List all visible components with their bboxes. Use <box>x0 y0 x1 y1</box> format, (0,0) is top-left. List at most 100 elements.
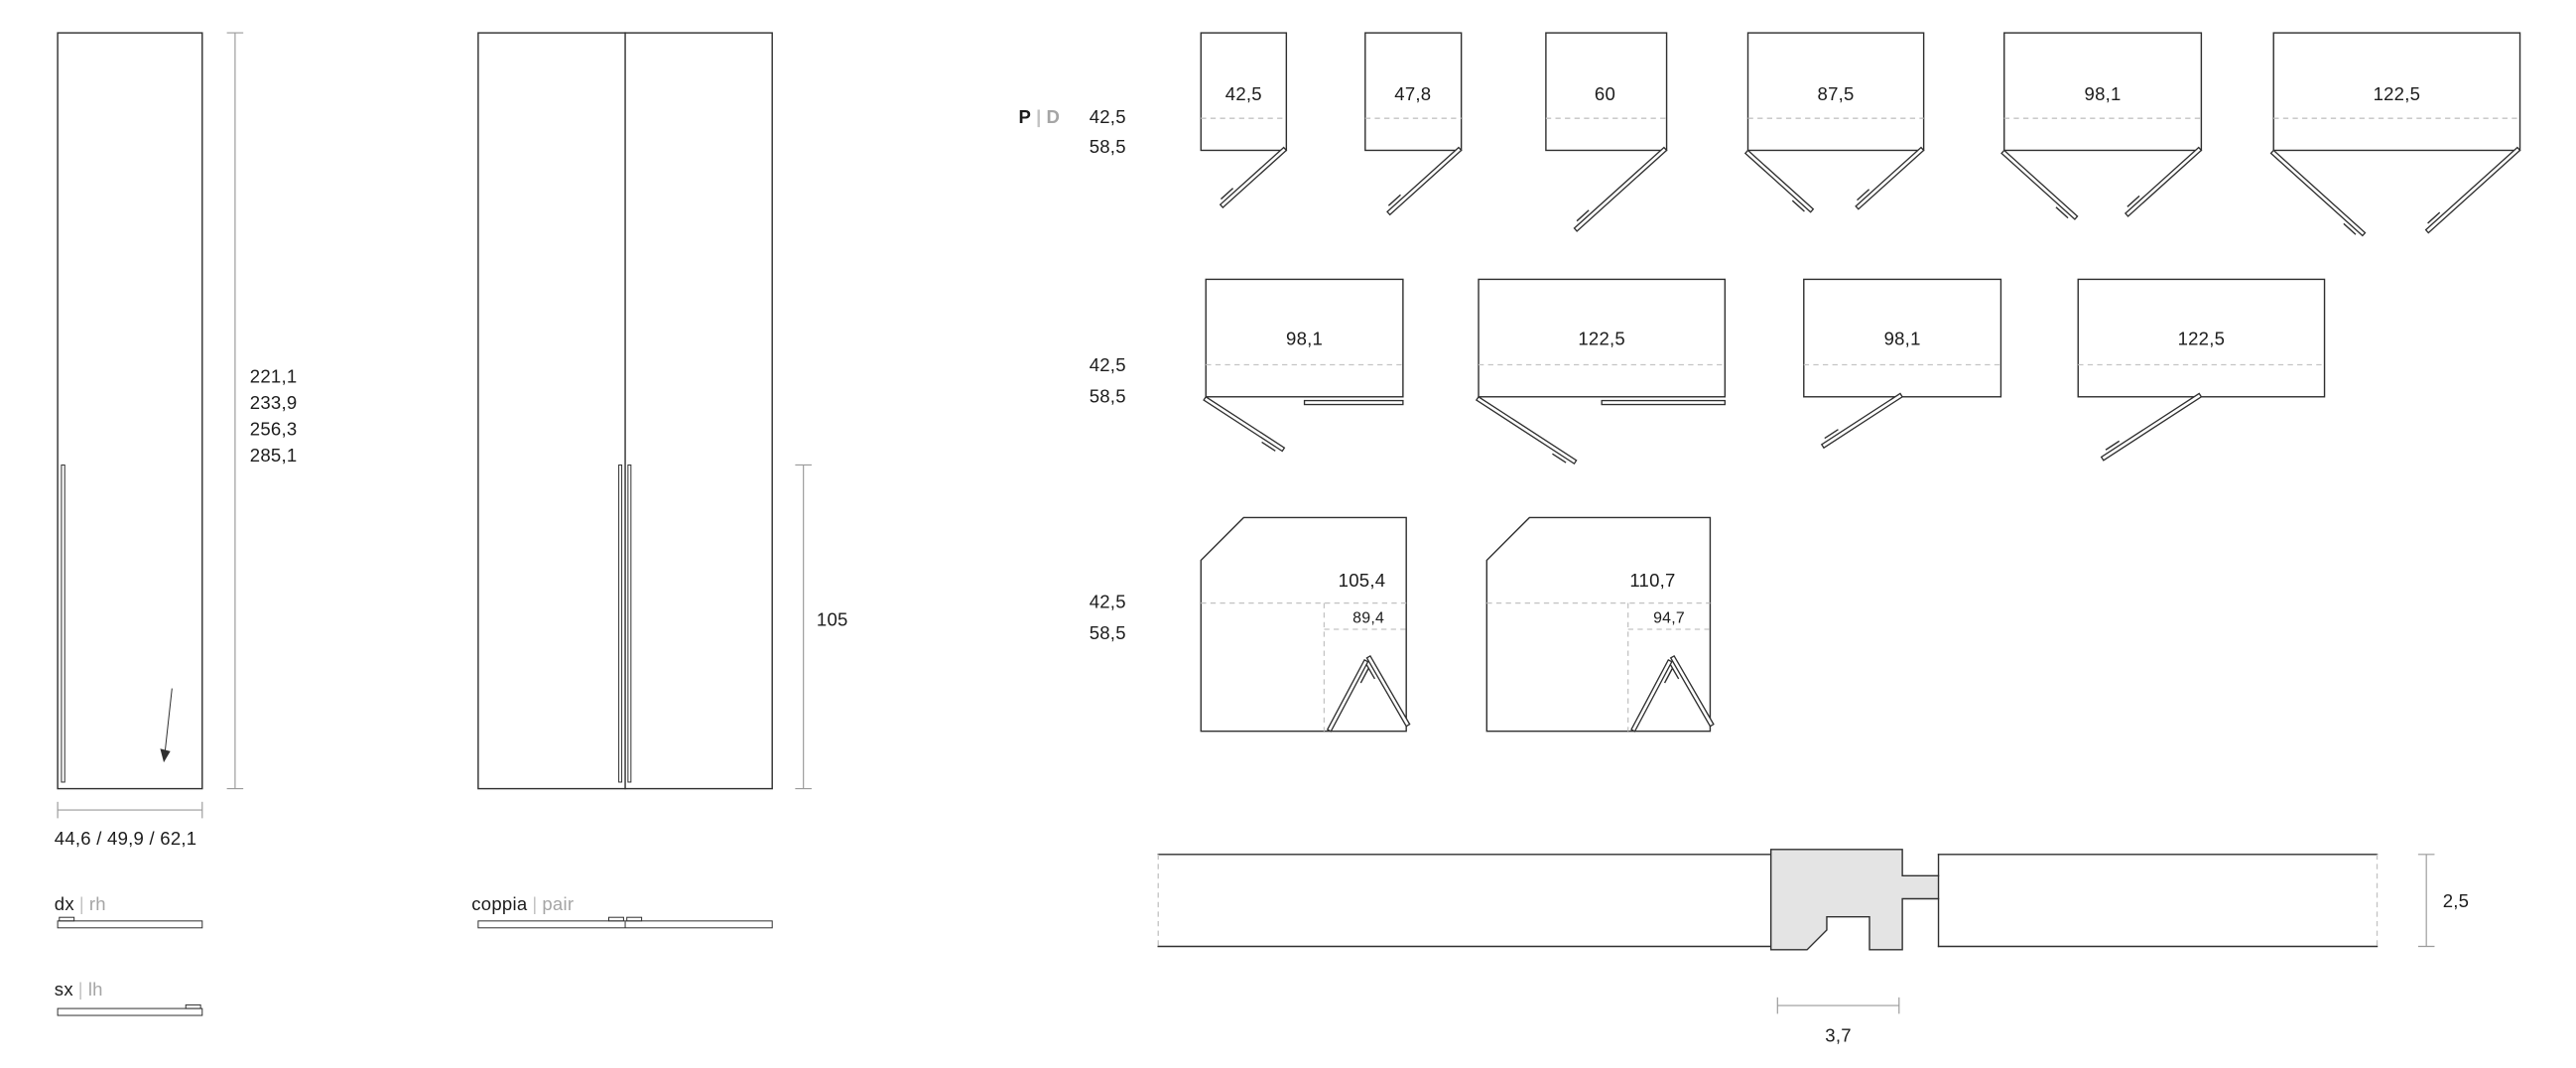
height-value-3: 256,3 <box>250 419 298 440</box>
corner-plan-2: 110,7 94,7 <box>1485 516 1715 733</box>
height-dimension: 221,1 233,9 256,3 285,1 <box>226 32 298 790</box>
hinged-plan-4: 87,5 <box>1743 32 1925 213</box>
leaf-handle-tick <box>1824 429 1839 440</box>
handle-height-value: 105 <box>817 609 848 630</box>
flat-leaf <box>1303 399 1404 406</box>
depth-a-row3: 42,5 <box>1090 591 1126 611</box>
depth-b-row3: 58,5 <box>1090 622 1126 643</box>
folded-leaf <box>1475 395 1578 466</box>
folded-leaf <box>1820 392 1904 450</box>
joint-profile <box>1769 849 1940 951</box>
leaf-handle-tick <box>1791 200 1805 212</box>
hinged-plan-3: 60 <box>1545 32 1668 232</box>
corner-leaf-left <box>1326 658 1369 733</box>
leaf-handle-tick <box>2427 211 2441 224</box>
leaf-handle-tick <box>2343 222 2357 235</box>
plan-row-corner: 42,5 58,5 105,4 89,4 110,7 <box>1090 516 1715 733</box>
folding-plan-1: 98,1 <box>1203 278 1404 453</box>
door-leaf <box>1219 146 1288 209</box>
corner-leaf-left <box>1630 658 1673 733</box>
plan-width-label: 87,5 <box>1818 83 1855 104</box>
legend-sx-lh: sx|lh <box>55 979 203 1016</box>
leaf-handle-tick <box>1663 668 1673 684</box>
folding-plan-3: 98,1 <box>1803 278 2002 450</box>
dx-plan-handle <box>59 916 75 922</box>
leaf-handle-tick <box>1220 188 1234 200</box>
corner-outline <box>1200 516 1407 733</box>
dx-plan-strip <box>57 920 203 929</box>
leaf-handle-tick <box>1857 189 1870 201</box>
corner-inner-label: 94,7 <box>1653 609 1685 626</box>
coppia-plan-handle-left <box>608 916 624 922</box>
flat-leaf <box>1601 399 1726 406</box>
height-value-4: 285,1 <box>250 445 298 466</box>
legend-coppia-pair: coppia|pair <box>471 893 773 929</box>
height-value-1: 221,1 <box>250 366 298 387</box>
leaf-handle-tick <box>2055 206 2069 219</box>
door-leaf-right <box>2424 146 2521 234</box>
plan-width-label: 122,5 <box>2178 329 2226 349</box>
leaf-handle-tick <box>1387 194 1401 206</box>
plan-width-label: 47,8 <box>1394 83 1431 104</box>
folded-leaf <box>2100 392 2203 462</box>
width-values: 44,6 / 49,9 / 62,1 <box>55 828 197 849</box>
leaf-handle-tick <box>1359 668 1369 684</box>
corner-width-label: 105,4 <box>1339 570 1386 591</box>
plan-header: P|D 42,5 58,5 <box>1019 106 1126 157</box>
corner-width-label: 110,7 <box>1629 570 1675 591</box>
plan-width-label: 98,1 <box>1286 329 1323 349</box>
plan-row-hinged: 42,5 47,8 60 <box>1200 32 2521 237</box>
plan-row-folding: 42,5 58,5 98,1 122,5 <box>1090 278 2326 466</box>
depth-b-header: 58,5 <box>1090 136 1126 157</box>
leaf-handle-tick <box>1552 453 1567 464</box>
plan-width-label: 98,1 <box>2085 83 2122 104</box>
corner-inner-label: 89,4 <box>1352 609 1384 626</box>
opening-direction-arrowhead <box>160 748 171 763</box>
sx-plan-strip <box>57 1007 203 1016</box>
corner-outline <box>1485 516 1712 733</box>
folded-leaf <box>1203 395 1286 453</box>
door-leaf-right <box>1855 146 1925 210</box>
hinged-plan-2: 47,8 <box>1364 32 1463 216</box>
handle-height-dimension: 105 <box>795 464 848 790</box>
hinged-plan-5: 98,1 <box>2000 32 2203 220</box>
door-leaf-left <box>2000 149 2079 220</box>
leaf-handle-tick <box>1365 664 1376 680</box>
leaf-handle-tick <box>1261 441 1276 452</box>
pair-door-elevation: 105 <box>477 32 848 790</box>
door-leaf-right <box>2124 146 2203 217</box>
leaf-handle-tick <box>1576 209 1590 222</box>
corner-plan-1: 105,4 89,4 <box>1200 516 1411 733</box>
thickness-value: 2,5 <box>2443 890 2470 911</box>
profile-width-value: 3,7 <box>1825 1025 1852 1046</box>
hinged-plan-1: 42,5 <box>1200 32 1288 209</box>
depth-a-header: 42,5 <box>1090 106 1126 127</box>
single-door-elevation: 221,1 233,9 256,3 285,1 44,6 / 49,9 / 62… <box>55 32 298 849</box>
legend-dx-label: dx|rh <box>55 893 106 914</box>
plan-width-label: 98,1 <box>1884 329 1921 349</box>
legend-sx-label: sx|lh <box>55 979 103 1000</box>
legend-coppia-label: coppia|pair <box>471 893 574 914</box>
depth-header-label: P|D <box>1019 106 1061 127</box>
door-leaf <box>1386 146 1463 216</box>
door-leaf-left <box>2269 149 2367 237</box>
door-leaf <box>1573 146 1668 232</box>
plan-width-label: 122,5 <box>1578 329 1625 349</box>
single-door-handle-profile <box>61 464 65 783</box>
leaf-handle-tick <box>2105 440 2121 451</box>
thickness-dimension: 2,5 <box>2417 854 2470 948</box>
plan-width-label: 122,5 <box>2374 83 2421 104</box>
sx-plan-handle <box>185 1003 201 1009</box>
height-value-2: 233,9 <box>250 392 298 413</box>
depth-a-row2: 42,5 <box>1090 354 1126 375</box>
corner-leaf-right <box>1365 654 1411 728</box>
profile-width-dimension: 3,7 <box>1776 997 1900 1046</box>
coppia-plan-handle-right <box>626 916 643 922</box>
opening-direction-arrow <box>164 688 173 751</box>
legend-dx-rh: dx|rh <box>55 893 203 929</box>
corner-leaf-right <box>1669 654 1715 728</box>
plan-width-label: 60 <box>1595 83 1615 104</box>
plan-width-label: 42,5 <box>1225 83 1262 104</box>
hinged-plan-6: 122,5 <box>2269 32 2521 237</box>
